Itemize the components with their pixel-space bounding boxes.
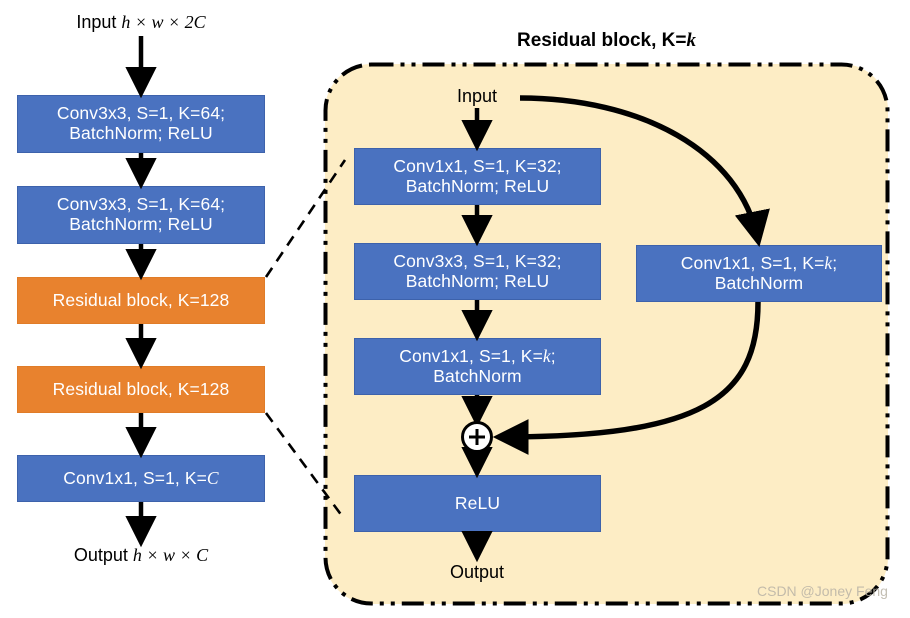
pipeline-block-label: Conv1x1, S=1, K=C	[63, 467, 219, 488]
pipeline-block-label: Residual block, K=128	[52, 289, 230, 310]
pipeline-block-label: Residual block, K=128	[52, 378, 230, 399]
pipeline-output-dims: h × w × C	[132, 545, 209, 565]
residual-block-relu[interactable]: ReLU	[354, 475, 601, 532]
pipeline-input-prefix: Input	[76, 12, 122, 32]
residual-block-label: Conv1x1, S=1, K=k;BatchNorm	[399, 345, 556, 386]
residual-block-conv3x3-32[interactable]: Conv3x3, S=1, K=32;BatchNorm; ReLU	[354, 243, 601, 300]
pipeline-block-residual-128-a[interactable]: Residual block, K=128	[17, 277, 265, 324]
pipeline-output-prefix: Output	[73, 545, 133, 565]
pipeline-block-conv3x3-64-a[interactable]: Conv3x3, S=1, K=64;BatchNorm; ReLU	[17, 95, 265, 153]
residual-block-conv1x1-k[interactable]: Conv1x1, S=1, K=k;BatchNorm	[354, 338, 601, 395]
pipeline-block-conv1x1-C[interactable]: Conv1x1, S=1, K=C	[17, 455, 265, 502]
pipeline-block-conv3x3-64-b[interactable]: Conv3x3, S=1, K=64;BatchNorm; ReLU	[17, 186, 265, 244]
pipeline-output-label: Output h × w × C	[0, 545, 282, 566]
residual-block-conv1x1-32[interactable]: Conv1x1, S=1, K=32;BatchNorm; ReLU	[354, 148, 601, 205]
residual-input-label: Input	[456, 86, 498, 106]
residual-panel-title-prefix: Residual block, K=	[517, 30, 687, 51]
residual-shortcut-label: Conv1x1, S=1, K=k;BatchNorm	[680, 252, 838, 293]
residual-output-label: Output	[449, 562, 505, 582]
pipeline-block-label: Conv3x3, S=1, K=64;BatchNorm; ReLU	[56, 103, 226, 143]
pipeline-block-label: Conv3x3, S=1, K=64;BatchNorm; ReLU	[56, 194, 226, 234]
pipeline-input-dims: h × w × 2C	[121, 12, 206, 32]
pipeline-block-residual-128-b[interactable]: Residual block, K=128	[17, 366, 265, 413]
residual-block-label: ReLU	[454, 492, 501, 513]
watermark: CSDN @Joney Feng	[757, 583, 888, 599]
residual-panel-title-var: k	[686, 30, 696, 51]
residual-shortcut-conv1x1-k[interactable]: Conv1x1, S=1, K=k;BatchNorm	[636, 245, 882, 302]
residual-block-label: Conv3x3, S=1, K=32;BatchNorm; ReLU	[393, 250, 562, 291]
residual-panel-title: Residual block, K=k	[325, 30, 888, 52]
residual-block-label: Conv1x1, S=1, K=32;BatchNorm; ReLU	[393, 155, 562, 196]
pipeline-input-label: Input h × w × 2C	[0, 12, 282, 33]
